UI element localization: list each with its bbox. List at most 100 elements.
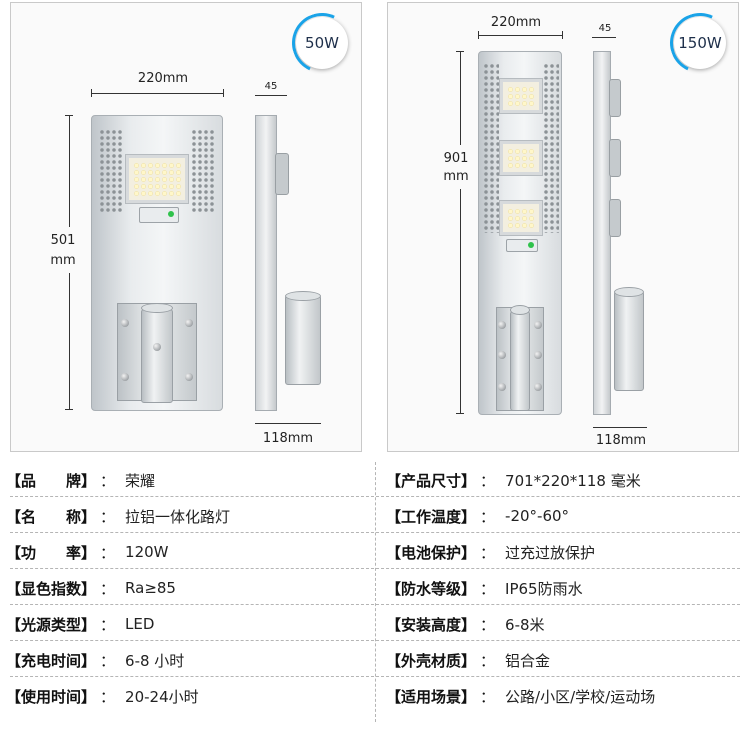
pole-dimension-line	[255, 423, 321, 424]
height-dimension-value: 901	[443, 151, 469, 166]
spec-label: 【外壳材质】	[386, 651, 477, 670]
spec-value: 拉铝一体化路灯	[125, 507, 231, 526]
bolt-icon	[534, 321, 542, 329]
badge-ring-icon	[661, 4, 738, 82]
badge-text: 50W	[305, 34, 339, 52]
height-dimension-unit: mm	[443, 169, 469, 184]
spec-label: 【光源类型】	[6, 615, 97, 634]
spec-colon: ：	[480, 651, 496, 670]
row-divider	[10, 604, 740, 605]
spec-value: Ra≥85	[125, 579, 176, 597]
led-chip-grid	[507, 148, 535, 168]
height-dimension-value: 501	[50, 233, 76, 248]
height-line-bottom	[460, 189, 461, 413]
spec-value: 铝合金	[505, 651, 551, 670]
side-pole-mount	[614, 291, 644, 391]
spec-label: 【适用场景】	[386, 687, 477, 706]
depth-dimension-label: 45	[264, 81, 278, 92]
spec-label: 【电池保护】	[386, 543, 477, 562]
spec-value: LED	[125, 615, 155, 633]
row-divider	[10, 568, 740, 569]
product-image-50w: 50W 220mm 45 501 mm 118mm	[10, 2, 362, 452]
spec-colon: ：	[480, 507, 496, 526]
spec-value: -20°-60°	[505, 507, 570, 525]
row-divider	[10, 496, 740, 497]
bracket-pole-front	[141, 309, 173, 403]
spec-row-charge-time: 【充电时间】：6-8 小时	[6, 645, 184, 675]
spec-label: 【防水等级】	[386, 579, 477, 598]
spec-row-name: 【名 称】： 拉铝一体化路灯	[6, 501, 230, 531]
lamp-side-profile	[255, 115, 277, 411]
row-divider	[10, 532, 740, 533]
bolt-icon	[185, 319, 193, 327]
side-pole-top	[614, 287, 644, 297]
side-pole-top	[285, 291, 321, 301]
row-divider	[10, 676, 740, 677]
side-led-bump-1	[609, 79, 621, 117]
spec-row-light-source: 【光源类型】： LED	[6, 609, 154, 639]
vent-holes-right	[543, 63, 559, 233]
spec-row-cri: 【显色指数】：Ra≥85	[6, 573, 176, 603]
spec-value: IP65防雨水	[505, 579, 583, 598]
bracket-pole-top	[141, 303, 173, 313]
side-led-bump	[275, 153, 289, 195]
led-panel	[126, 155, 188, 203]
badge-text: 150W	[678, 34, 722, 52]
spec-colon: ：	[480, 615, 496, 634]
spec-colon: ：	[480, 579, 496, 598]
vent-holes-right	[191, 129, 215, 213]
bolt-icon	[498, 351, 506, 359]
spec-row-material: 【外壳材质】： 铝合金	[386, 645, 550, 675]
spec-row-size: 【产品尺寸】：701*220*118 毫米	[386, 465, 641, 495]
spec-colon: ：	[100, 651, 116, 670]
spec-label: 【显色指数】	[6, 579, 97, 598]
spec-colon: ：	[100, 543, 116, 562]
led-chip-grid	[133, 162, 181, 196]
side-pole-mount	[285, 295, 321, 385]
bracket-pole-front	[510, 311, 530, 411]
bolt-icon	[534, 351, 542, 359]
spec-colon: ：	[480, 687, 496, 706]
pole-dimension-label: 118mm	[262, 431, 314, 446]
spec-row-install-height: 【安装高度】：6-8米	[386, 609, 545, 639]
bolt-icon	[534, 383, 542, 391]
led-panel-3	[500, 201, 542, 235]
width-dimension-line	[91, 93, 223, 94]
spec-colon: ：	[100, 615, 116, 634]
sensor-indicator-icon	[528, 242, 534, 248]
led-panel-2	[500, 141, 542, 175]
spec-label: 【工作温度】	[386, 507, 477, 526]
spec-label: 【功 率】	[6, 543, 97, 562]
bolt-icon	[121, 373, 129, 381]
wattage-badge: 50W	[283, 4, 361, 82]
side-led-bump-2	[609, 139, 621, 177]
spec-label: 【品 牌】	[6, 471, 97, 490]
width-dimension-line	[478, 35, 562, 36]
height-tick-top	[456, 51, 464, 52]
spec-colon: ：	[100, 507, 116, 526]
row-divider	[10, 640, 740, 641]
bolt-icon	[498, 321, 506, 329]
spec-column-divider	[375, 462, 376, 722]
spec-label: 【名 称】	[6, 507, 97, 526]
bolt-icon	[121, 319, 129, 327]
spec-row-scenarios: 【适用场景】：公路/小区/学校/运动场	[386, 681, 655, 711]
spec-table: 【品 牌】：荣耀 【名 称】：拉铝一体化路灯 【功 率】：120W 【显色指数】…	[0, 462, 750, 724]
spec-colon: ：	[480, 471, 496, 490]
spec-value: 6-8 小时	[125, 651, 185, 670]
depth-dimension-label: 45	[598, 23, 612, 34]
width-tick-left	[478, 31, 479, 39]
height-tick-top	[65, 115, 73, 116]
pole-dimension-line	[593, 427, 647, 428]
height-tick-bottom	[456, 413, 464, 414]
spec-colon: ：	[480, 543, 496, 562]
height-line-top	[69, 115, 70, 227]
spec-value: 20-24小时	[125, 687, 199, 706]
vent-holes-left	[99, 129, 123, 213]
spec-colon: ：	[100, 471, 116, 490]
spec-value: 120W	[125, 543, 169, 561]
led-panel-1	[500, 79, 542, 113]
height-line-bottom	[69, 273, 70, 409]
bracket-pole-top	[510, 305, 530, 315]
spec-row-temperature: 【工作温度】： -20°-60°	[386, 501, 569, 531]
